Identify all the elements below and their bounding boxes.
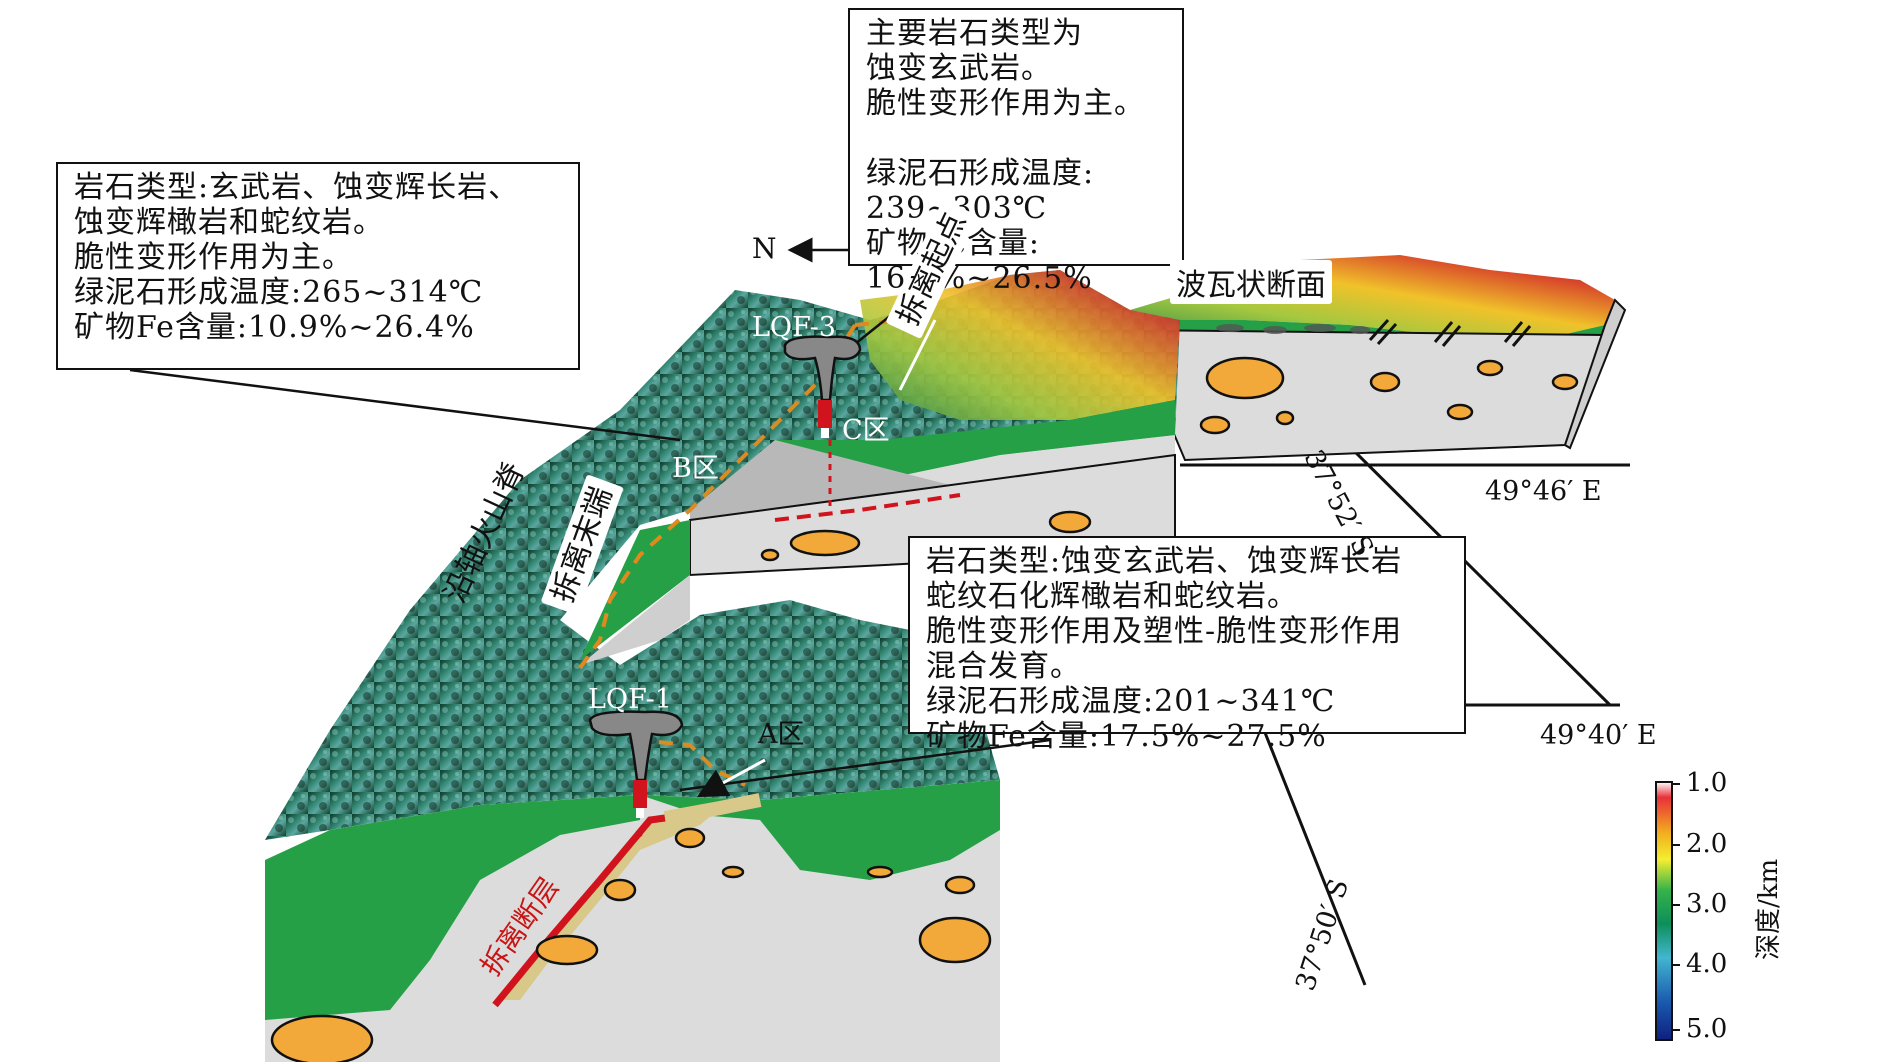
site-label-lqf1: LQF-1 — [588, 684, 672, 715]
colorbar-tick-5: 5.0 — [1686, 1014, 1728, 1044]
wavy-surface-label: 波瓦状断面 — [1170, 260, 1332, 304]
callout-zone-c: 主要岩石类型为 蚀变玄武岩。 脆性变形作用为主。 绿泥石形成温度: 239~30… — [848, 8, 1184, 296]
colorbar-tick-2: 2.0 — [1686, 829, 1728, 859]
callout-a-line4: 混合发育。 — [926, 649, 1081, 684]
callout-c-line1: 主要岩石类型为 — [866, 16, 1083, 51]
callout-c-line4: 绿泥石形成温度: — [866, 156, 1095, 191]
north-label: N — [752, 232, 777, 265]
callout-b-line1: 岩石类型:玄武岩、蚀变辉长岩、 — [74, 170, 520, 205]
colorbar-title: 深度/km — [1754, 858, 1784, 960]
callout-c-line5: 239~303℃ — [866, 191, 1168, 226]
callout-a-line6: 矿物Fe含量:17.5%~27.5% — [926, 719, 1327, 754]
front-block — [265, 780, 1000, 1062]
callout-c-line3: 脆性变形作用为主。 — [866, 86, 1145, 121]
site-symbol-lqf3 — [783, 335, 862, 438]
callout-zone-a: 岩石类型:蚀变玄武岩、蚀变辉长岩 蛇纹石化辉橄岩和蛇纹岩。 脆性变形作用及塑性-… — [908, 536, 1466, 754]
colorbar-tick-3: 3.0 — [1686, 889, 1728, 919]
depth-colorbar — [1655, 781, 1673, 1041]
zone-label-c: C区 — [842, 415, 890, 446]
colorbar-ticks — [1672, 783, 1680, 1031]
callout-a-line2: 蛇纹石化辉橄岩和蛇纹岩。 — [926, 579, 1298, 614]
callout-a-line5: 绿泥石形成温度:201~341℃ — [926, 684, 1336, 719]
callout-a-line1: 岩石类型:蚀变玄武岩、蚀变辉长岩 — [926, 544, 1403, 579]
zone-label-b: B区 — [672, 453, 719, 484]
callout-zone-b: 岩石类型:玄武岩、蚀变辉长岩、 蚀变辉橄岩和蛇纹岩。 脆性变形作用为主。 绿泥石… — [56, 162, 580, 370]
callout-b-line3: 脆性变形作用为主。 — [74, 240, 353, 275]
site-label-lqf3: LQF-3 — [752, 312, 836, 343]
lon-4940-label: 49°40′ E — [1540, 720, 1657, 751]
scarp-line — [898, 319, 937, 391]
zone-label-a: A区 — [758, 719, 805, 750]
colorbar-tick-4: 4.0 — [1686, 949, 1728, 979]
callout-b-line2: 蚀变辉橄岩和蛇纹岩。 — [74, 205, 384, 240]
callout-c-line2: 蚀变玄武岩。 — [866, 51, 1052, 86]
callout-a-line3: 脆性变形作用及塑性-脆性变形作用 — [926, 614, 1403, 649]
lon-4946-label: 49°46′ E — [1485, 476, 1602, 507]
callout-b-line5: 矿物Fe含量:10.9%~26.4% — [74, 310, 475, 345]
site-symbol-lqf1 — [588, 710, 684, 818]
callout-b-line4: 绿泥石形成温度:265~314℃ — [74, 275, 484, 310]
callout-c-gap — [866, 121, 1168, 156]
zone-a-arrow — [696, 758, 766, 798]
colorbar-tick-1: 1.0 — [1686, 768, 1728, 798]
